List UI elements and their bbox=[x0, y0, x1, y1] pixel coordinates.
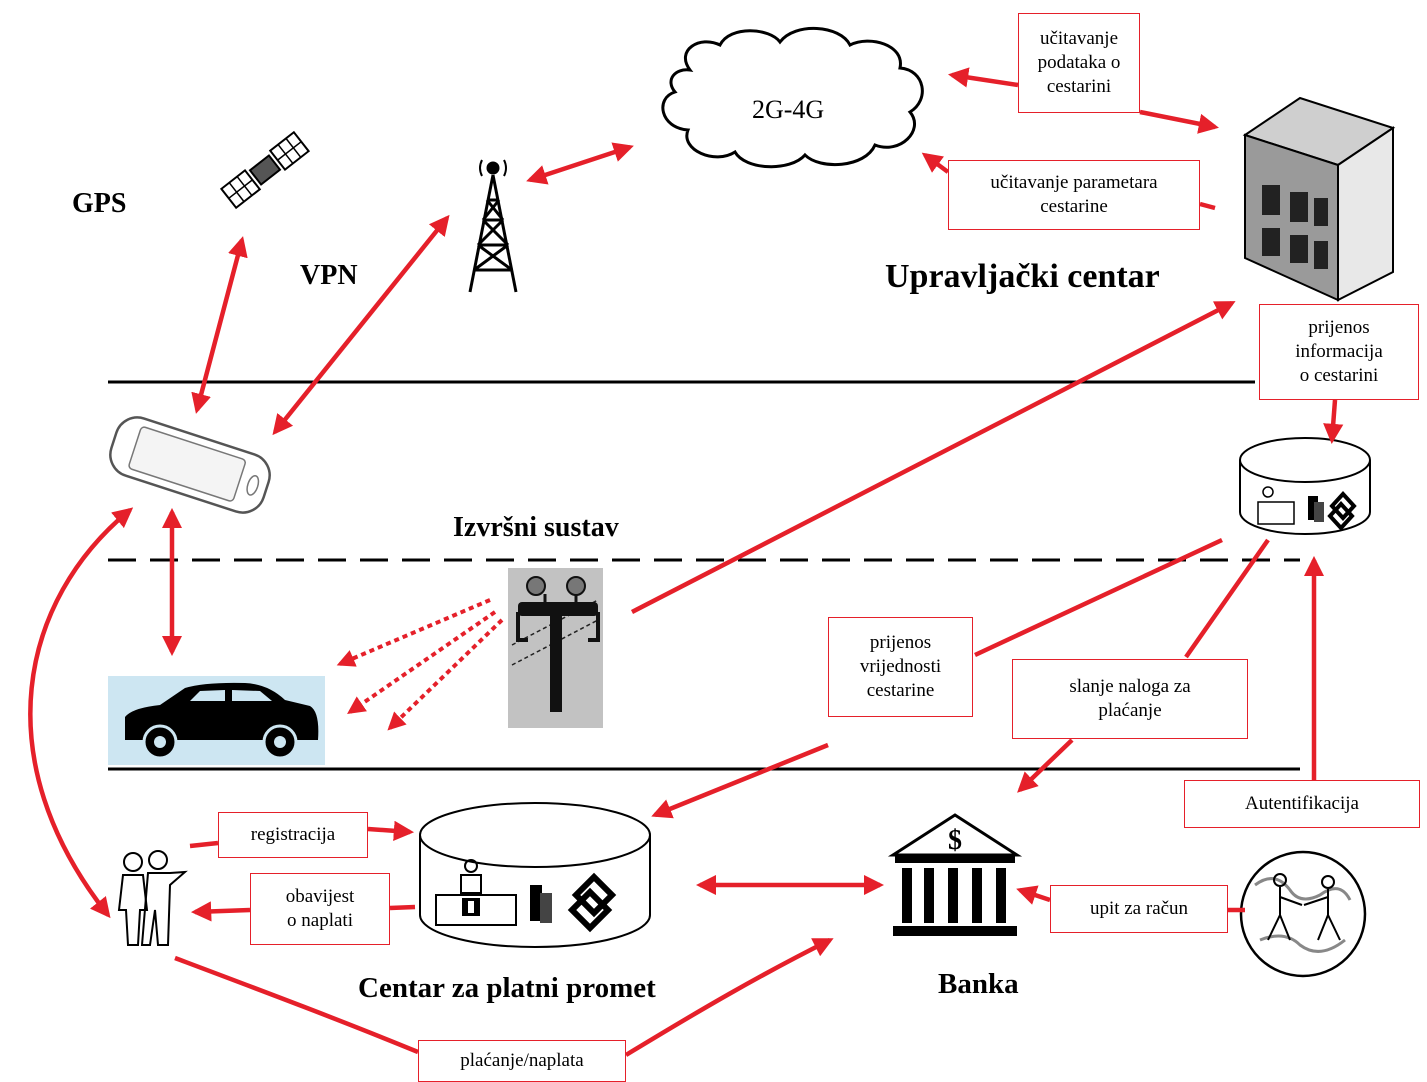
arrow-building-params bbox=[1199, 201, 1216, 211]
arrow-people-payment bbox=[174, 955, 419, 1055]
bank-label: Banka bbox=[938, 968, 1019, 1000]
control-center-label: Upravljački centar bbox=[885, 258, 1160, 295]
arrow-people-registration bbox=[189, 840, 219, 849]
arrow-notice-people bbox=[190, 901, 251, 922]
arrows bbox=[28, 67, 1344, 1057]
vpn-label: VPN bbox=[300, 260, 358, 291]
arrow-loading-data-building bbox=[1139, 109, 1219, 134]
car-icon bbox=[108, 676, 325, 765]
arrow-gantry-control bbox=[630, 300, 1236, 615]
account-query-box: upit za račun bbox=[1050, 885, 1228, 933]
svg-text:$: $ bbox=[948, 825, 962, 856]
smartphone-icon bbox=[109, 416, 271, 514]
arrow-tower-phone bbox=[272, 214, 450, 436]
arrow-info-database bbox=[1323, 399, 1344, 445]
arrow-database-order bbox=[1184, 538, 1270, 659]
authentication-box: Autentifikacija bbox=[1184, 780, 1420, 828]
enforcement-gantry-icon bbox=[508, 568, 603, 728]
satellite-icon bbox=[219, 130, 311, 210]
arrow-value-payment bbox=[651, 742, 829, 819]
toll-database-icon bbox=[1239, 437, 1371, 535]
arrow-tower-cloud bbox=[526, 142, 634, 185]
arrow-cloud-loading-data bbox=[947, 67, 1019, 88]
detection-rays bbox=[336, 598, 504, 731]
building-icon bbox=[1242, 96, 1396, 302]
globe-users-icon bbox=[1239, 850, 1367, 978]
arrow-satellite-phone bbox=[191, 236, 248, 414]
payment-center-database-icon bbox=[419, 802, 651, 948]
cloud-icon bbox=[661, 27, 924, 169]
gps-label: GPS bbox=[72, 188, 127, 219]
arrow-order-bank bbox=[1017, 738, 1074, 793]
antenna-tower-icon bbox=[468, 159, 518, 293]
registration-box: registracija bbox=[218, 812, 368, 858]
arrow-registration-payment bbox=[367, 820, 415, 841]
arrow-query-bank bbox=[1016, 885, 1051, 905]
payment-center-label: Centar za platni promet bbox=[358, 972, 656, 1004]
arrow-payment-bank-curve bbox=[624, 937, 834, 1057]
arrow-database-value bbox=[974, 537, 1223, 658]
people-icon bbox=[117, 850, 188, 946]
arrow-payment-notice bbox=[389, 904, 416, 911]
payment-collection-box: plaćanje/naplata bbox=[418, 1040, 626, 1082]
arrow-phone-people bbox=[28, 507, 134, 919]
bank-icon: $ bbox=[887, 813, 1023, 936]
network-label: 2G-4G bbox=[752, 95, 825, 124]
enforcement-label: Izvršni sustav bbox=[453, 512, 619, 543]
arrow-params-cloud bbox=[921, 152, 950, 174]
